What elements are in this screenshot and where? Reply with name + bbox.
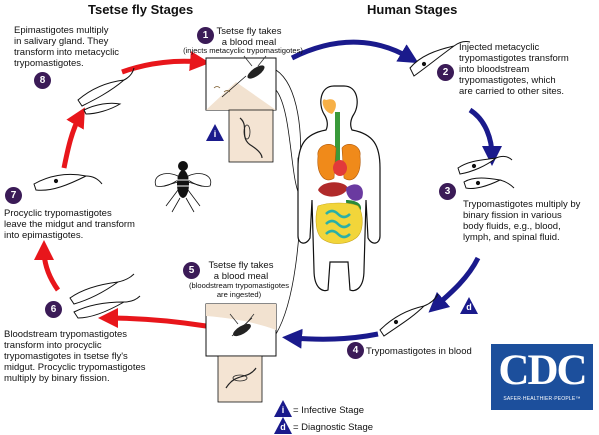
parasite-step8: [77, 67, 135, 115]
legend-diagnostic-label: = Diagnostic Stage: [293, 422, 374, 433]
arrow-step2-to-3: [468, 107, 502, 166]
arrow-step4-to-5: [282, 328, 379, 349]
parasite-step6a: [69, 273, 135, 305]
tsetse-stages-header: Tsetse fly Stages: [88, 2, 194, 17]
parasite-step6b: [73, 295, 141, 319]
parasite-step4: [379, 293, 439, 337]
step-badge-8: 8: [34, 72, 51, 89]
arrow-step8-to-1: [121, 51, 210, 75]
step-badge-5: 5: [183, 262, 200, 279]
step4-label: Trypomastigotes in blood: [366, 346, 472, 357]
infective-stage-marker: i: [206, 124, 224, 141]
human-stages-header: Human Stages: [367, 2, 458, 17]
legend-infective-label: = Infective Stage: [293, 405, 365, 416]
step5-fly-feeding-illustration: [205, 303, 277, 357]
legend-diagnostic-icon: d: [274, 417, 292, 434]
step-badge-2: 2: [437, 64, 454, 81]
step5-trypomastigote-inset: [217, 355, 263, 403]
diagnostic-stage-marker: d: [460, 297, 478, 314]
parasite-step7: [33, 173, 103, 191]
parasite-step3a: [457, 155, 513, 175]
step-badge-6: 6: [45, 301, 62, 318]
human-body-illustration: [297, 85, 381, 292]
parasite-step3b: [463, 177, 515, 189]
arrow-step6-to-7: [34, 240, 61, 292]
tsetse-fly-illustration: [154, 161, 212, 213]
step1-fly-feeding-illustration: [205, 55, 277, 111]
step-badge-4: 4: [347, 342, 364, 359]
step1-trypomastigote-inset: [228, 109, 274, 163]
legend-infective-icon: i: [274, 400, 292, 417]
step-badge-3: 3: [439, 183, 456, 200]
parasite-step2: [409, 41, 471, 77]
arrow-step3-to-4: [428, 256, 481, 313]
cdc-logo: CDC SAFER·HEALTHIER·PEOPLE™: [491, 344, 593, 410]
cdc-logo-tagline: SAFER·HEALTHIER·PEOPLE™: [503, 396, 581, 402]
step-badge-1: 1: [197, 27, 214, 44]
arrow-step1-to-2: [290, 39, 419, 64]
arrow-step7-to-8: [61, 107, 85, 169]
step-badge-7: 7: [5, 187, 22, 204]
step1-note: (injects metacyclic trypomastigotes): [183, 46, 303, 55]
arrow-step5-to-6: [98, 308, 207, 329]
cdc-logo-word: CDC: [498, 347, 587, 394]
